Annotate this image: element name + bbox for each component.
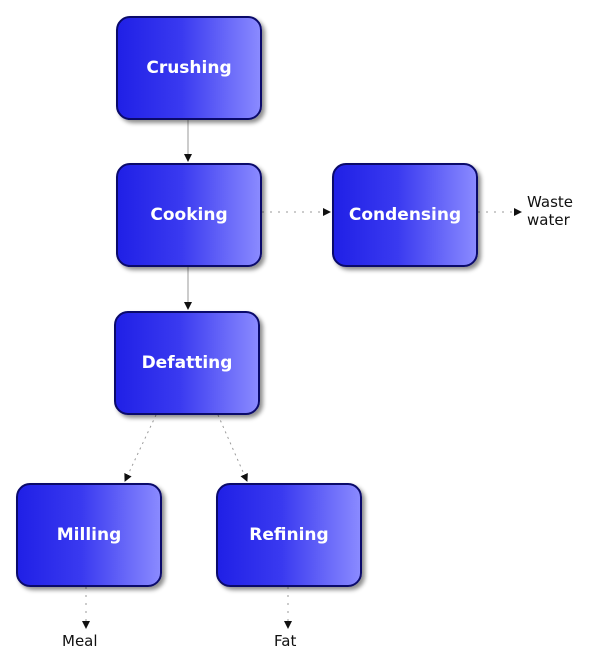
- node-condensing-label: Condensing: [348, 205, 462, 225]
- node-defatting: Defatting: [114, 311, 260, 415]
- edge-defatting-milling: [124, 414, 157, 482]
- output-waste-water: Waste water: [527, 193, 587, 229]
- node-refining: Refining: [216, 483, 362, 587]
- output-waste-line1: Waste: [527, 193, 573, 211]
- node-milling-label: Milling: [56, 525, 122, 545]
- node-defatting-label: Defatting: [141, 353, 233, 373]
- edge-defatting-refining: [217, 414, 248, 482]
- node-cooking: Cooking: [116, 163, 262, 267]
- node-condensing: Condensing: [332, 163, 478, 267]
- node-milling: Milling: [16, 483, 162, 587]
- node-crushing-label: Crushing: [146, 58, 232, 78]
- node-cooking-label: Cooking: [150, 205, 228, 225]
- node-crushing: Crushing: [116, 16, 262, 120]
- output-meal: Meal: [62, 632, 98, 650]
- output-fat: Fat: [274, 632, 297, 650]
- output-waste-line2: water: [527, 211, 570, 229]
- node-refining-label: Refining: [249, 525, 329, 545]
